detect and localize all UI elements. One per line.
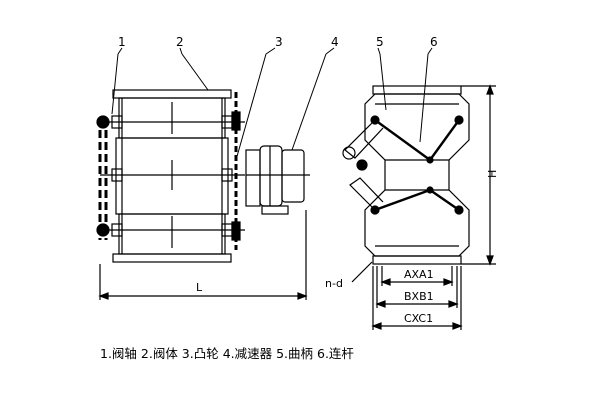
lower-link [374,188,431,212]
lower-sprocket-icon [96,223,110,237]
front-view [96,89,310,300]
callout-1: 1 [118,35,126,49]
bxb1-label: BXB1 [404,290,434,303]
upper-sprocket-icon [96,115,110,129]
parts-caption: 1.阀轴 2.阀体 3.凸轮 4.减速器 5.曲柄 6.连杆 [100,346,354,361]
upper-crank [344,119,384,159]
callout-4: 4 [331,35,339,49]
dimension-labels: L H n-d AXA1 BXB1 CXC1 [196,170,499,325]
cxc1-label: CXC1 [404,312,433,325]
bottom-flange [112,253,232,263]
lower-chamber [118,213,226,255]
length-label: L [196,281,203,294]
callout-5: 5 [376,35,384,49]
side-top-flange [372,85,462,95]
upper-link [374,119,431,161]
n-d-label: n-d [325,277,343,290]
crank-pivot-icon [342,146,356,160]
callout-6: 6 [430,35,438,49]
callout-3: 3 [275,35,283,49]
axa1-label: AXA1 [404,268,434,281]
lower-crank [349,177,384,211]
n-d-leader [351,261,373,283]
height-label: H [486,170,499,178]
side-body-outline [364,93,470,257]
top-flange [112,89,232,99]
callout-leaders [111,47,433,161]
side-bottom-flange [372,255,462,265]
callout-labels: 1 2 3 4 5 6 [118,35,438,49]
side-view [342,84,496,330]
reducer-flange [245,149,261,207]
reducer-body [259,145,283,207]
callout-2: 2 [176,35,184,49]
